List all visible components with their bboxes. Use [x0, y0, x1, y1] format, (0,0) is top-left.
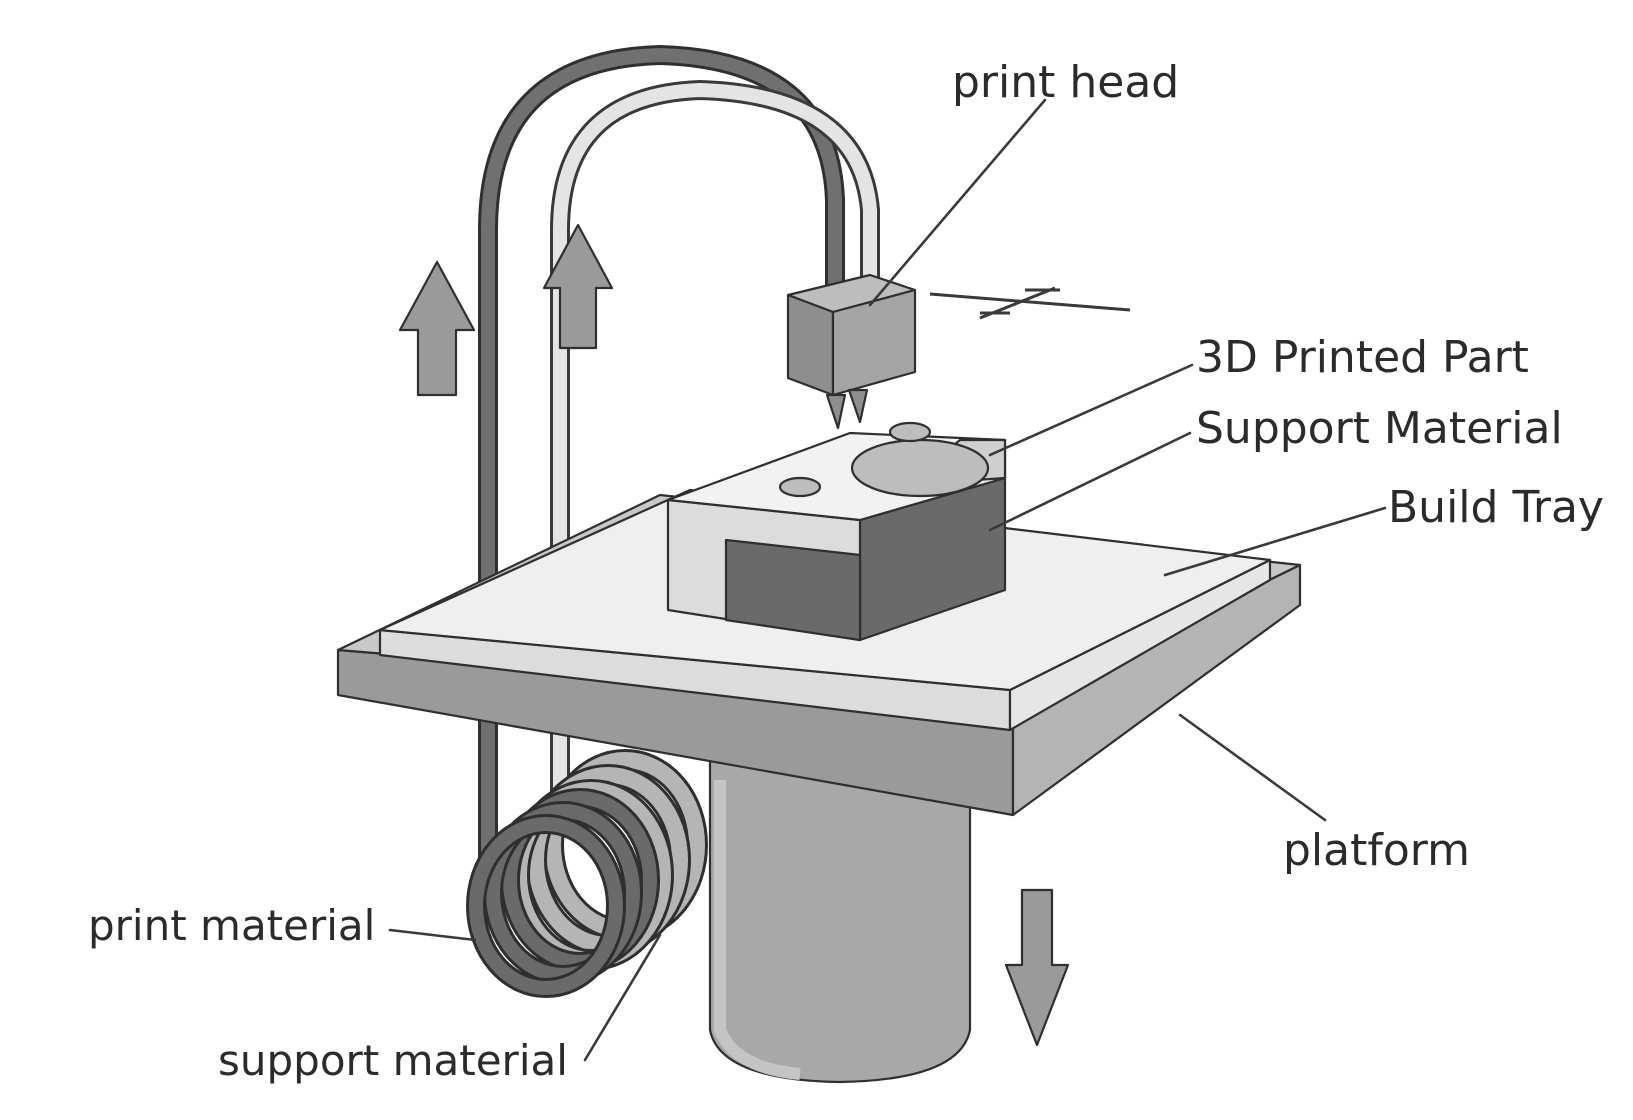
- filament-spools: [466, 749, 708, 998]
- label-3d-printed-part: 3D Printed Part: [1196, 332, 1529, 383]
- label-support-material-lower: support material: [218, 1036, 568, 1085]
- down-arrow-icon: [1004, 888, 1070, 1047]
- up-arrow-left-icon: [398, 260, 476, 397]
- print-head: [786, 273, 917, 430]
- print-material-spool: [466, 788, 660, 998]
- leader-support-material: [988, 431, 1192, 532]
- leader-printed-part: [988, 363, 1194, 457]
- leader-support-material-lower: [583, 933, 662, 1062]
- label-support-material: Support Material: [1196, 403, 1563, 454]
- leader-print-material: [388, 928, 477, 942]
- leader-build-tray: [1163, 506, 1387, 577]
- platform-pedestal: [708, 758, 972, 1084]
- label-platform: platform: [1283, 825, 1470, 876]
- label-print-material: print material: [88, 901, 375, 950]
- label-build-tray: Build Tray: [1388, 482, 1604, 533]
- up-arrow-right-icon: [542, 223, 614, 350]
- labels: print head 3D Printed Part Support Mater…: [88, 57, 1604, 1085]
- filament-tubes: [478, 44, 880, 890]
- label-print-head: print head: [952, 57, 1179, 108]
- leader-lines: [388, 98, 1387, 1062]
- printed-part-block: [666, 421, 1007, 642]
- leader-print-head: [868, 98, 1047, 307]
- leader-platform: [1178, 713, 1327, 822]
- xy-motion-indicator-icon: [929, 286, 1131, 320]
